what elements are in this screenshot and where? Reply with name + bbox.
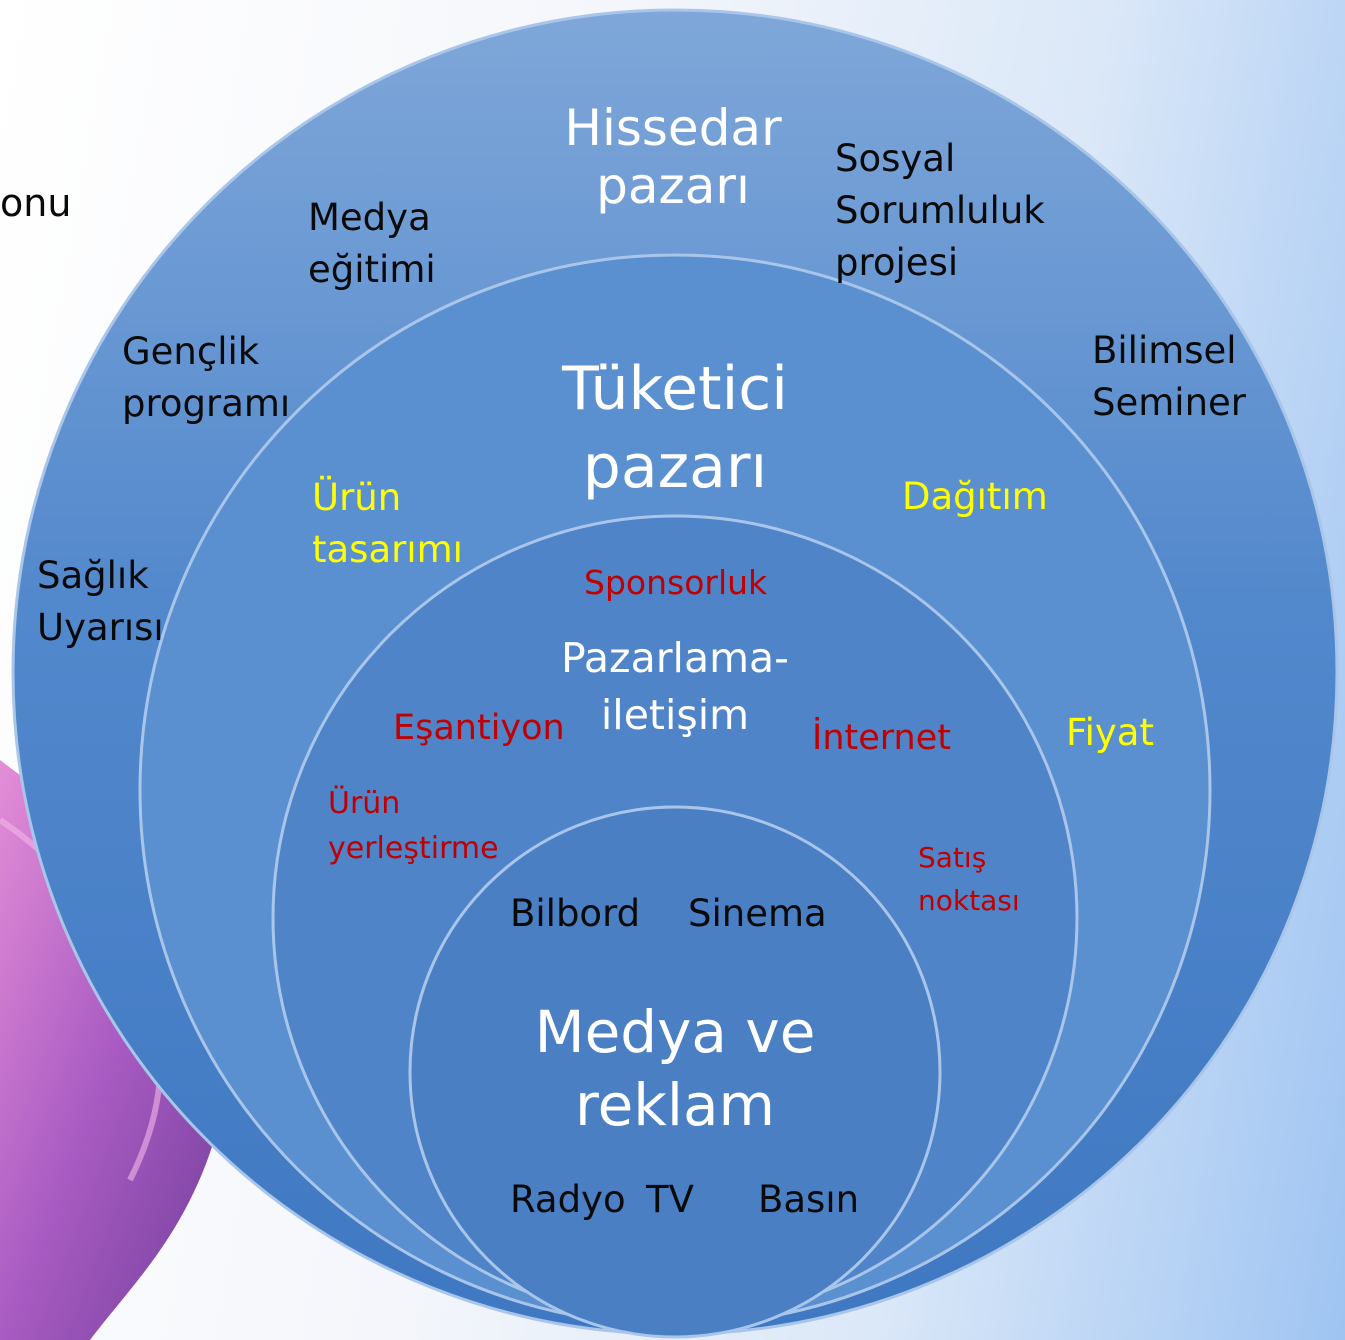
tv-label: TV	[646, 1178, 694, 1221]
social-responsibility-label: Sosyal Sorumluluk projesi	[835, 137, 1045, 284]
consumer-market-title: Tüketici pazarı	[562, 354, 788, 502]
cinema-label: Sinema	[688, 892, 827, 935]
price-label: Fiyat	[1066, 711, 1154, 754]
scientific-seminar-label: Bilimsel Seminer	[1092, 329, 1246, 424]
billboard-label: Bilbord	[510, 892, 641, 935]
internet-label: İnternet	[812, 718, 951, 758]
product-placement-label: Ürün yerleştirme	[328, 786, 499, 866]
product-design-label: Ürün tasarımı	[312, 476, 463, 571]
media-education-label: Medya eğitimi	[308, 196, 436, 291]
media-advertising-title: Medya ve reklam	[534, 998, 816, 1139]
free-sample-label: Eşantiyon	[393, 708, 565, 748]
inner-circle-media-advertising	[408, 805, 942, 1339]
sponsorship-label: Sponsorluk	[584, 563, 768, 602]
health-warning-label: Sağlık Uyarısı	[37, 554, 164, 649]
distribution-label: Dağıtım	[902, 475, 1048, 518]
cut-off-text: onu	[0, 181, 72, 225]
stakeholder-market-title: Hissedar pazarı	[564, 99, 782, 215]
radio-label: Radyo	[510, 1178, 626, 1221]
point-of-sale-label: Satış noktası	[918, 841, 1020, 918]
press-label: Basın	[758, 1178, 860, 1221]
youth-program-label: Gençlik programı	[122, 330, 291, 425]
marketing-communication-title: Pazarlama- iletişim	[561, 634, 789, 740]
